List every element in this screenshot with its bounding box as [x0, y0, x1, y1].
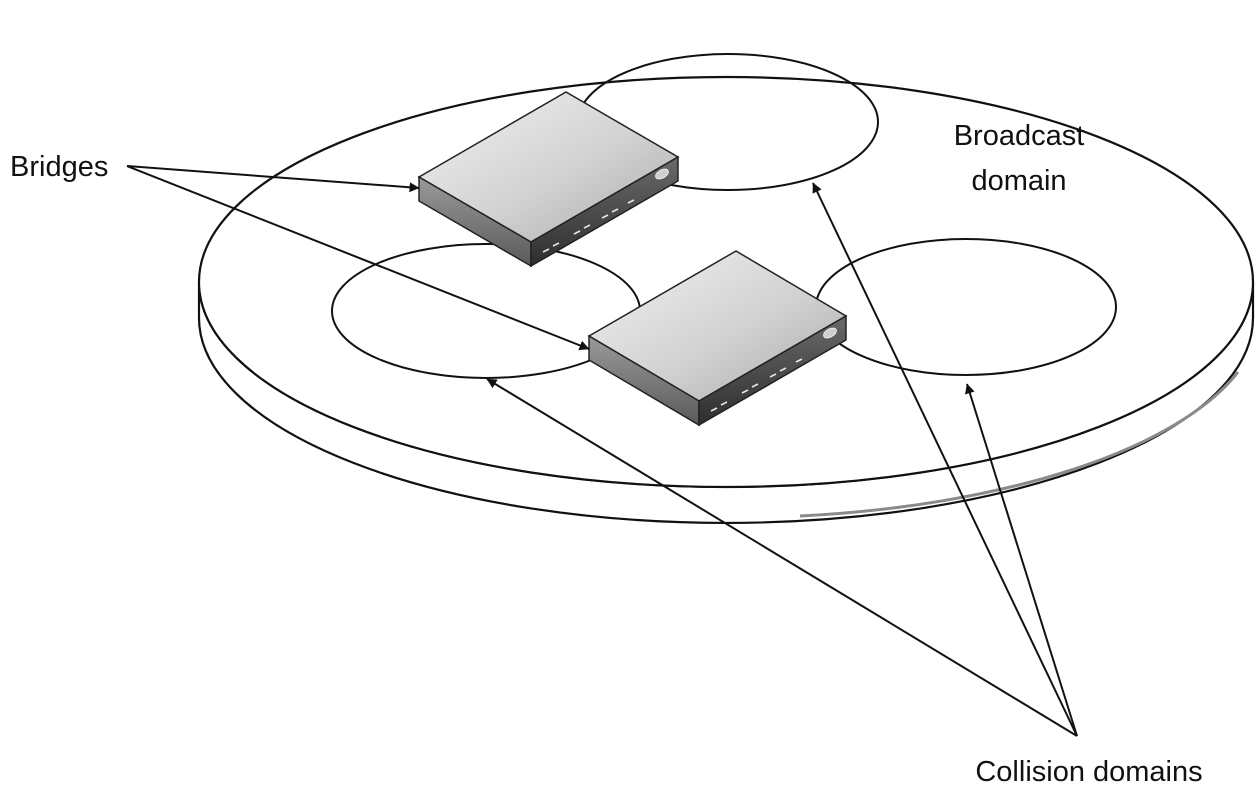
broadcast-domain-label-line1: Broadcast: [954, 120, 1085, 152]
bridges-arrows: [126, 165, 590, 351]
broadcast-domain-label-line2: domain: [971, 165, 1066, 197]
bridge-2-power: [823, 327, 837, 339]
bridge-2-front: [698, 314, 847, 427]
bridge-device-icon: [417, 91, 680, 268]
arrow-to-collision-right: [965, 383, 1078, 737]
platform-shadow: [799, 371, 1240, 518]
arrow-to-collision-top: [812, 182, 1078, 737]
arrow-to-bridge-2: [126, 165, 590, 351]
bridge-1-power: [655, 168, 669, 180]
bridges-label: Bridges: [10, 151, 108, 183]
bridge-device-icon: [587, 250, 848, 427]
bridge-1-leds: [542, 199, 635, 253]
collision-arrows: [486, 182, 1078, 737]
arrow-to-collision-left: [486, 378, 1078, 737]
bridge-2-leds: [710, 358, 803, 412]
bridge-1-front: [530, 155, 679, 268]
arrow-to-bridge-1: [126, 165, 420, 193]
collision-domains-label: Collision domains: [975, 756, 1202, 788]
